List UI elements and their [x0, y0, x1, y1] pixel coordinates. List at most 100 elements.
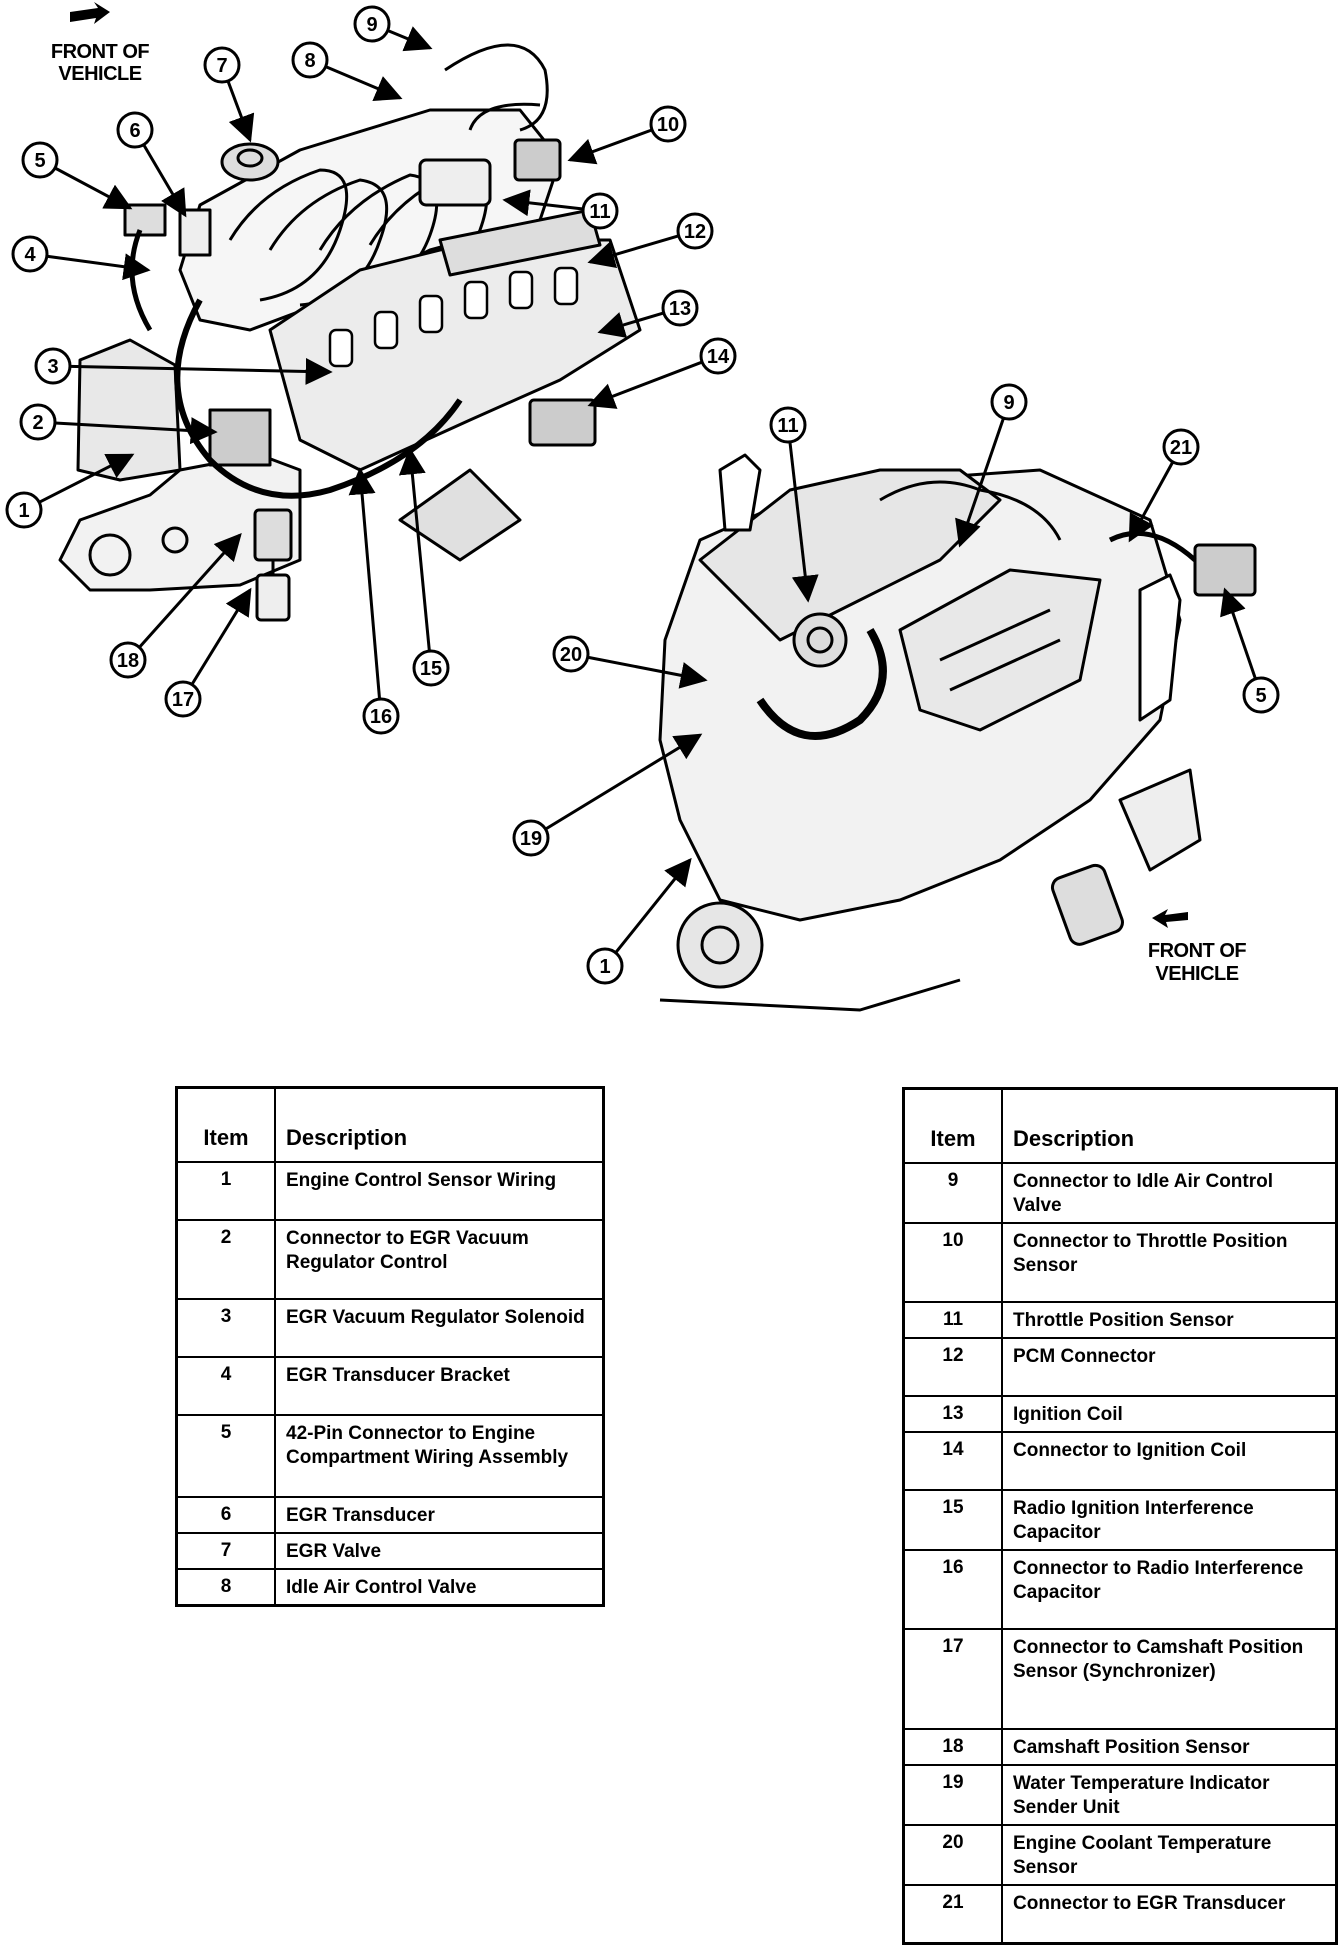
callout-19: 19: [512, 733, 703, 857]
callout-14: 14: [587, 337, 737, 409]
callout-circle: [661, 289, 699, 327]
callout-number: 9: [1003, 392, 1014, 414]
legend-item-number: 13: [902, 1395, 1003, 1433]
legend-item-description: Throttle Position Sensor: [1001, 1301, 1338, 1339]
callout-leader-line: [387, 26, 433, 52]
callout-number: 16: [370, 706, 392, 728]
front-arrow-icon: [70, 2, 110, 24]
callout-circle: [1242, 676, 1280, 714]
callout-number: 6: [129, 120, 140, 142]
legend-item-number: 8: [175, 1568, 276, 1607]
callout-9: 9: [353, 5, 433, 52]
legend-item-number: 2: [175, 1219, 276, 1300]
callout-number: 3: [47, 356, 58, 378]
callout-leader-line: [69, 357, 333, 385]
callout-21: 21: [1128, 428, 1200, 543]
callout-circle: [412, 649, 450, 687]
callout-circle: [21, 141, 59, 179]
callout-number: 1: [599, 956, 610, 978]
legend-item-description: Camshaft Position Sensor: [1001, 1728, 1338, 1766]
callout-circle: [203, 46, 241, 84]
callout-circle: [109, 641, 147, 679]
callout-leader-line: [142, 143, 187, 218]
legend-item-number: 19: [902, 1764, 1003, 1826]
legend-item-description: Engine Coolant Temperature Sensor: [1001, 1824, 1338, 1886]
legend-item-number: 6: [175, 1496, 276, 1534]
legend-header-item: Item: [175, 1086, 276, 1163]
callout-1: 1: [586, 857, 692, 985]
callout-5: 5: [1220, 587, 1280, 714]
callout-11: 11: [502, 189, 619, 230]
callout-15: 15: [398, 447, 450, 687]
callout-circle: [552, 635, 590, 673]
callout-number: 12: [684, 221, 706, 243]
callout-number: 11: [589, 201, 610, 223]
legend-item-description: Connector to EGR Vacuum Regulator Contro…: [274, 1219, 605, 1300]
callout-number: 5: [34, 150, 45, 172]
callout-leader-line: [54, 166, 133, 210]
callout-leader-line: [788, 441, 819, 603]
callout-circle: [34, 347, 72, 385]
callout-circle: [990, 383, 1028, 421]
legend-item-description: Ignition Coil: [1001, 1395, 1338, 1433]
callout-number: 13: [669, 298, 691, 320]
legend-item-number: 10: [902, 1222, 1003, 1303]
callout-leader-line: [955, 417, 1005, 548]
legend-item-number: 15: [902, 1489, 1003, 1551]
callout-6: 6: [116, 111, 187, 218]
callout-8: 8: [291, 41, 403, 101]
callout-1: 1: [5, 453, 135, 529]
legend-item-number: 14: [902, 1431, 1003, 1491]
callout-circle: [116, 111, 154, 149]
callout-18: 18: [109, 532, 242, 679]
legend-header-item: Item: [902, 1087, 1003, 1164]
callout-leader-line: [348, 467, 382, 700]
callout-circle: [581, 192, 619, 230]
callout-leader-line: [46, 253, 151, 281]
legend-item-description: EGR Valve: [274, 1532, 605, 1570]
legend-item-number: 11: [902, 1301, 1003, 1339]
callout-number: 5: [1255, 685, 1266, 707]
callout-number: 14: [707, 346, 730, 368]
callout-number: 1: [18, 500, 29, 522]
legend-item-description: EGR Transducer: [274, 1496, 605, 1534]
callout-circle: [1162, 428, 1200, 466]
callout-circle: [11, 235, 49, 273]
legend-item-description: Connector to Ignition Coil: [1001, 1431, 1338, 1491]
callout-leader-line: [54, 417, 218, 445]
legend-item-description: Connector to Radio Interference Capacito…: [1001, 1549, 1338, 1630]
callout-17: 17: [164, 587, 252, 718]
callout-circle: [362, 697, 400, 735]
callout-number: 19: [520, 828, 542, 850]
legend-item-description: 42-Pin Connector to Engine Compartment W…: [274, 1414, 605, 1498]
legend-item-description: Connector to Throttle Position Sensor: [1001, 1222, 1338, 1303]
callout-leader-line: [544, 733, 703, 831]
legend-item-number: 5: [175, 1414, 276, 1498]
callout-number: 18: [117, 650, 139, 672]
legend-item-description: Connector to Camshaft Position Sensor (S…: [1001, 1628, 1338, 1730]
legend-header-description: Description: [274, 1086, 605, 1163]
callout-circle: [19, 403, 57, 441]
upper-engine-illustration: [58, 43, 642, 622]
callout-16: 16: [348, 467, 400, 735]
front-arrow-icon: [1152, 909, 1188, 928]
callout-number: 2: [32, 412, 43, 434]
callout-leader-line: [567, 128, 653, 165]
callout-circle: [291, 41, 329, 79]
callout-leader-line: [325, 65, 403, 101]
legend-item-description: EGR Transducer Bracket: [274, 1356, 605, 1416]
legend-item-description: Water Temperature Indicator Sender Unit: [1001, 1764, 1338, 1826]
legend-item-number: 16: [902, 1549, 1003, 1630]
callout-13: 13: [597, 289, 699, 338]
